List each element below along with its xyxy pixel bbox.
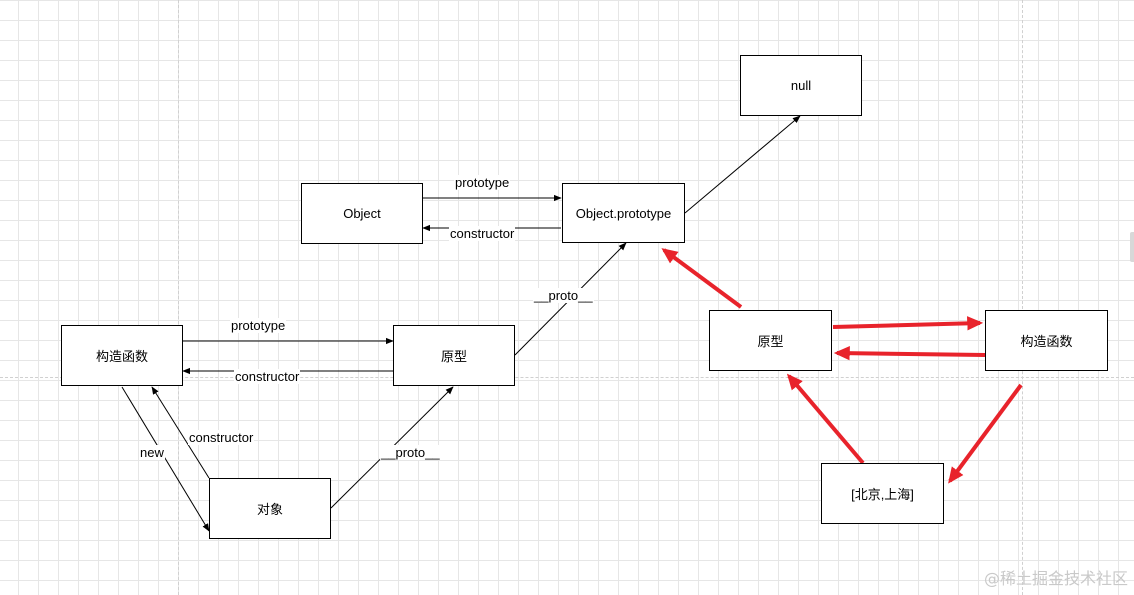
instance-proto-edge-label: __proto__ — [380, 445, 441, 460]
object-prototype-node-label: Object.prototype — [575, 205, 672, 221]
prototype-node-label: 原型 — [440, 349, 467, 364]
right-constructor-node[interactable]: 构造函数 — [985, 310, 1108, 371]
page-guide-vertical — [1022, 0, 1023, 595]
array-instance-node-label: [北京,上海] — [851, 487, 914, 502]
object-node-label: Object — [343, 206, 381, 221]
constructor-prototype-edge-label: prototype — [230, 318, 287, 333]
null-node[interactable]: null — [740, 55, 862, 116]
object-prototype-node[interactable]: Object.prototype — [562, 183, 685, 243]
instance-node-label: 对象 — [256, 502, 283, 517]
object-constructor-edge-label: constructor — [449, 226, 516, 241]
instance-constructor-arrow — [151, 386, 210, 479]
right-prototype-node-label: 原型 — [757, 334, 784, 349]
right-constructor-node-label: 构造函数 — [1020, 334, 1073, 349]
prototype-constructor-edge-label: constructor — [234, 369, 301, 384]
right-constructor-to-array-arrow — [948, 383, 1023, 484]
array-instance-node[interactable]: [北京,上海] — [821, 463, 944, 524]
new-edge-label: new — [139, 445, 165, 460]
page-guide-vertical — [178, 0, 179, 595]
null-node-label: null — [790, 78, 812, 93]
prototype-node[interactable]: 原型 — [393, 325, 515, 386]
object-node[interactable]: Object — [301, 183, 423, 244]
array-to-right-prototype-arrow — [786, 373, 865, 465]
right-prototype-node[interactable]: 原型 — [709, 310, 832, 371]
right-prototype-to-constructor-arrow — [832, 316, 984, 331]
right-constructor-to-prototype-arrow — [833, 345, 986, 361]
object-prototype-edge-label: prototype — [454, 175, 511, 190]
new-arrow — [121, 386, 210, 532]
instance-node[interactable]: 对象 — [209, 478, 331, 539]
object-prototype-to-null-arrow — [684, 115, 801, 214]
right-prototype-to-object-prototype-arrow — [661, 248, 743, 309]
instance-constructor-edge-label: constructor — [188, 430, 255, 445]
page-guide-horizontal — [0, 377, 1134, 378]
watermark: @稀土掘金技术社区 — [983, 569, 1128, 588]
constructor-node[interactable]: 构造函数 — [61, 325, 183, 386]
side-panel-handle[interactable] — [1130, 232, 1134, 262]
prototype-proto-edge-label: __proto__ — [533, 288, 594, 303]
constructor-node-label: 构造函数 — [95, 349, 148, 364]
